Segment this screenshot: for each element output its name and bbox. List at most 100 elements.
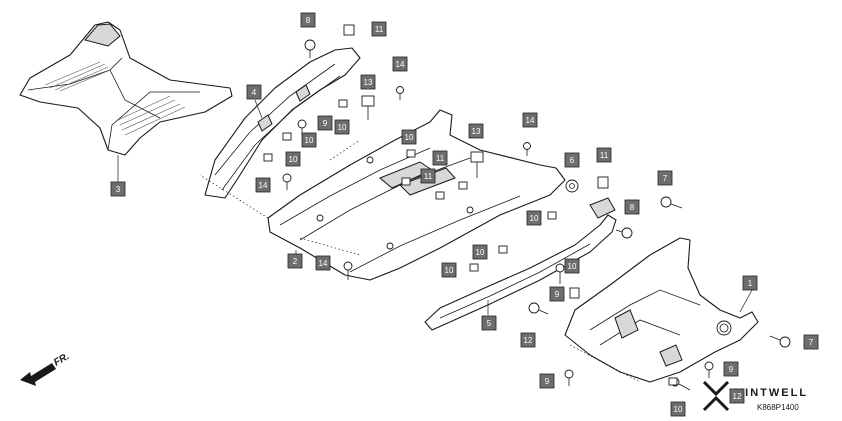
bolt-9-low-right <box>704 361 714 378</box>
callout-6: 6 <box>564 152 580 168</box>
callout-label: 7 <box>663 174 668 183</box>
callout-14: 14 <box>392 56 408 72</box>
callout-label: 14 <box>259 181 268 190</box>
callout-9: 9 <box>539 373 555 389</box>
part-1-lower-tray <box>564 237 759 383</box>
clip-11-right <box>597 176 609 189</box>
callout-14: 14 <box>315 255 331 271</box>
callout-10: 10 <box>472 244 488 260</box>
callout-13: 13 <box>468 123 484 139</box>
screw-14-low <box>343 261 353 280</box>
callout-8: 8 <box>624 199 640 215</box>
clip-10-mid <box>569 287 580 299</box>
callout-10: 10 <box>670 401 686 417</box>
callout-label: 11 <box>375 25 384 34</box>
part-4-left-rail <box>204 47 361 199</box>
callout-7: 7 <box>657 170 673 186</box>
callout-14: 14 <box>255 177 271 193</box>
callout-label: 10 <box>338 123 347 132</box>
callout-label: 10 <box>405 133 414 142</box>
callout-label: 11 <box>424 172 433 181</box>
clip-10-small <box>263 99 678 386</box>
callout-label: 8 <box>306 16 311 25</box>
callout-11: 11 <box>420 168 436 184</box>
callout-label: 12 <box>733 392 742 401</box>
callout-4: 4 <box>246 84 262 100</box>
callout-label: 10 <box>530 214 539 223</box>
callout-10: 10 <box>441 262 457 278</box>
callout-1: 1 <box>742 275 758 291</box>
callout-label: 1 <box>748 279 753 288</box>
fasteners <box>263 24 791 391</box>
screw-14-mid <box>523 142 531 156</box>
callout-10: 10 <box>526 210 542 226</box>
bolt-8-right <box>615 227 633 239</box>
callout-label: 10 <box>289 155 298 164</box>
part-5-right-rail <box>424 197 617 331</box>
bolt-9-low-left <box>564 369 574 386</box>
callout-11: 11 <box>432 150 448 166</box>
callout-10: 10 <box>401 129 417 145</box>
brand-logo: MINTWELL K868P1400 <box>702 380 808 412</box>
callout-label: 9 <box>729 365 734 374</box>
grommet-6 <box>565 179 579 193</box>
callout-label: 2 <box>293 257 298 266</box>
callout-9: 9 <box>723 361 739 377</box>
bolt-8-top <box>304 39 316 58</box>
callout-label: 10 <box>568 262 577 271</box>
callout-5: 5 <box>481 315 497 331</box>
callout-label: 9 <box>545 377 550 386</box>
screw-14-left <box>282 173 292 190</box>
brand-name: MINTWELL <box>734 387 808 399</box>
callout-label: 11 <box>600 151 609 160</box>
callout-8: 8 <box>300 12 316 28</box>
callout-9: 9 <box>549 286 565 302</box>
callout-label: 13 <box>472 127 481 136</box>
callout-label: 9 <box>555 290 560 299</box>
callout-label: 10 <box>476 248 485 257</box>
callout-label: 5 <box>487 319 492 328</box>
callout-12: 12 <box>729 388 745 404</box>
callout-11: 11 <box>371 21 387 37</box>
front-label: FR. <box>52 351 71 369</box>
part-3-top-cover <box>19 21 233 182</box>
callout-11: 11 <box>596 147 612 163</box>
callout-label: 8 <box>630 203 635 212</box>
bolt-9-mid <box>555 263 565 284</box>
bolt-7-lower <box>769 335 791 348</box>
callout-label: 4 <box>252 88 257 97</box>
callout-12: 12 <box>520 332 536 348</box>
callout-14: 14 <box>522 112 538 128</box>
diagram-code: K868P1400 <box>757 403 799 412</box>
bolt-7-upper <box>660 196 683 209</box>
callout-label: 3 <box>116 185 121 194</box>
callout-label: 9 <box>323 119 328 128</box>
callout-label: 14 <box>319 259 328 268</box>
callout-label: 10 <box>674 405 683 414</box>
callout-label: 10 <box>305 136 314 145</box>
callout-label: 14 <box>526 116 535 125</box>
callout-10: 10 <box>334 119 350 135</box>
callout-10: 10 <box>301 132 317 148</box>
bolt-13-mid <box>470 151 484 178</box>
bolt-13-top <box>361 95 375 120</box>
callout-label: 14 <box>396 60 405 69</box>
callout-2: 2 <box>287 253 303 269</box>
callout-13: 13 <box>360 74 376 90</box>
callout-label: 12 <box>524 336 533 345</box>
callout-3: 3 <box>110 181 126 197</box>
callout-label: 6 <box>570 156 575 165</box>
callout-10: 10 <box>285 151 301 167</box>
clip-11-top <box>343 24 355 36</box>
callout-10: 10 <box>564 258 580 274</box>
callout-label: 13 <box>364 78 373 87</box>
callout-7: 7 <box>803 334 819 350</box>
bolt-12-left <box>528 302 549 315</box>
screw-14-top <box>396 86 404 100</box>
callout-label: 10 <box>445 266 454 275</box>
callout-9: 9 <box>317 115 333 131</box>
callout-label: 7 <box>809 338 814 347</box>
